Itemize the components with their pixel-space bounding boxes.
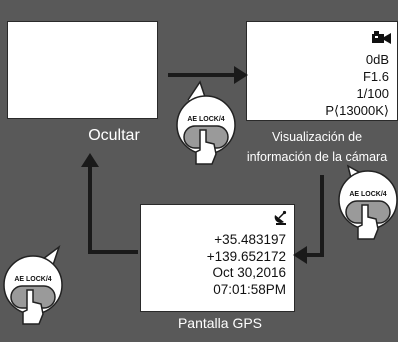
video-camera-icon [372, 31, 391, 44]
arrow-gps-to-hidden [88, 165, 138, 254]
ae-lock-button-1: AE LOCK/4 [176, 80, 236, 165]
hidden-display-caption: Ocultar [88, 127, 140, 144]
camera-info-lines: 0dB F1.6 1/100 P⟨13000K⟩ [325, 51, 389, 119]
ae-lock-label-1: AE LOCK/4 [187, 116, 224, 123]
gps-latitude: +35.483197 [214, 232, 286, 247]
gps-longitude: +139.652172 [206, 248, 286, 264]
camera-info-caption: Visualización de información de la cámar… [236, 127, 398, 167]
camera-gain: 0dB [365, 52, 389, 67]
camera-white-balance: P⟨13000K⟩ [325, 103, 389, 118]
gps-display-panel: +35.483197 +139.652172 Oct 30,2016 07:01… [140, 204, 295, 312]
camera-info-caption-line-1: Visualización de [271, 130, 363, 144]
camera-info-panel: 0dB F1.6 1/100 P⟨13000K⟩ [246, 21, 398, 121]
gps-time: 07:01:58PM [213, 281, 286, 297]
ae-lock-label-3: AE LOCK/4 [14, 276, 51, 283]
arrow-camera-to-gps [305, 175, 324, 257]
gps-info-lines: +35.483197 +139.652172 Oct 30,2016 07:01… [207, 232, 286, 298]
camera-shutter: 1/100 [356, 86, 389, 101]
satellite-dish-icon [274, 210, 287, 225]
camera-iris: F1.6 [362, 69, 389, 84]
gps-display-caption: Pantalla GPS [177, 315, 263, 331]
ae-lock-button-3: AE LOCK/4 [3, 245, 63, 325]
hidden-display-panel [7, 21, 158, 119]
ae-lock-button-2: AE LOCK/4 [338, 164, 398, 240]
camera-info-caption-line-2: información de la cámara [246, 150, 388, 164]
ae-lock-label-2: AE LOCK/4 [349, 191, 386, 198]
gps-date: Oct 30,2016 [212, 265, 286, 280]
